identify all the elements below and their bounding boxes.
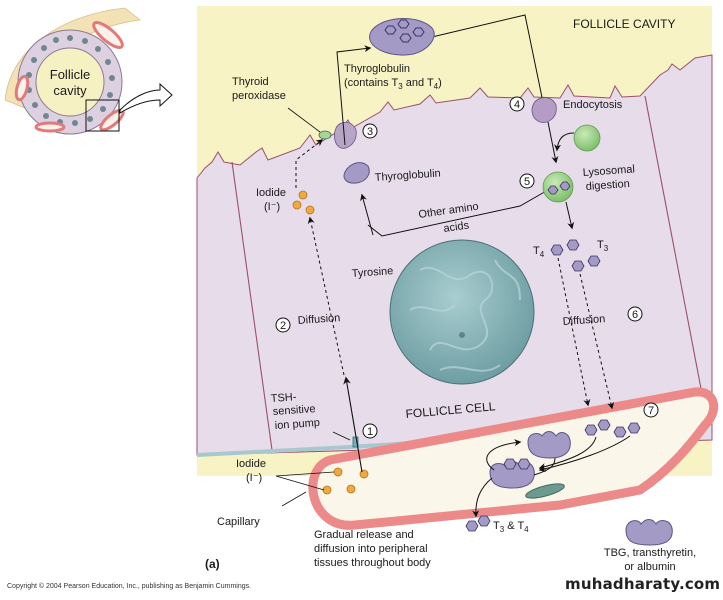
exocytosis-vesicle	[334, 121, 357, 149]
step-6-number: 6	[632, 309, 638, 321]
tsh-pump-leader	[332, 431, 351, 441]
step-7-number: 7	[648, 405, 654, 417]
gradual-release-label-3: tissues throughout body	[314, 557, 431, 569]
t4-molecule-icon	[550, 239, 580, 256]
arrow-peripheral-release	[472, 477, 493, 518]
arrow-lysosome-fusion	[554, 132, 575, 152]
iodide-cell-label-2: (I⁻)	[264, 201, 280, 213]
main-panel: 1 2 3 4 5 6 7 FOLLICLE CAVITY Thyroglobu…	[196, 6, 719, 573]
thyroglobulin-icon	[343, 162, 370, 184]
arrow-tg-to-endocytosis	[431, 14, 548, 114]
cell-iodide-ions	[292, 190, 315, 215]
copyright-notice: Copyright © 2004 Pearson Education, Inc.…	[7, 583, 252, 590]
zoom-arrow-icon	[119, 82, 173, 114]
lysosomal-digestion-label-1: Lysosomal	[582, 163, 635, 179]
arrow-pump-uptake	[343, 376, 363, 473]
t3-t4-released-label: T3 & T4	[493, 520, 529, 534]
arrow-t3-diffusion	[579, 273, 615, 410]
inset-cavity-label-1: Follicle	[50, 67, 90, 82]
iodide-cell-label-1: Iodide	[256, 187, 286, 199]
step-1-marker	[362, 423, 378, 439]
arrow-endocytosis	[547, 121, 559, 164]
cell-border-right	[644, 95, 708, 421]
arrow-iodide-to-peroxidase	[295, 139, 324, 188]
inset-cavity-label-2: cavity	[53, 83, 87, 98]
capillary-leader	[281, 491, 307, 507]
iodide-capillary-label-1: Iodide	[236, 458, 266, 470]
amino-acid-recycle-line	[367, 189, 549, 237]
gradual-release-label-1: Gradual release and	[314, 529, 414, 541]
peroxidase-leader	[287, 107, 321, 133]
t4-label: T4	[533, 245, 545, 259]
iodide-leader-lines	[275, 471, 335, 491]
binding-protein-legend-1: TBG, transthyretin,	[604, 547, 696, 559]
nucleus	[389, 239, 535, 385]
capillary-hormone-molecules	[584, 419, 641, 438]
thyroglobulin-mid-label: Thyroglobulin	[374, 167, 441, 184]
legend-binding-protein-icon	[625, 519, 673, 546]
t3-label: T3	[597, 239, 609, 253]
step-7-marker	[643, 402, 659, 418]
step-3-marker	[362, 123, 378, 139]
step-markers	[275, 96, 659, 439]
arrow-diffusion-iodide	[307, 216, 345, 376]
arrow-tg-secretion	[336, 45, 372, 146]
step-4-number: 4	[514, 99, 520, 111]
arrow-t4-diffusion	[557, 257, 591, 407]
panel-label: (a)	[205, 557, 220, 571]
endocytosis-vesicle	[531, 97, 557, 123]
watermark[interactable]: muhadharaty.com	[565, 575, 721, 593]
step-2-marker	[275, 317, 291, 333]
endocytosis-label: Endocytosis	[563, 99, 623, 111]
phagolysosome-icon	[542, 171, 574, 203]
thyroglobulin-iodinated-icon	[369, 18, 435, 56]
arrow-release-cycle	[486, 439, 522, 471]
step-4-marker	[509, 96, 525, 112]
endothelial-nucleus	[525, 483, 565, 499]
step-1-number: 1	[367, 426, 373, 438]
follicle-inset: Follicle cavity	[4, 7, 173, 135]
binding-protein-legend-2: or albumin	[624, 561, 675, 573]
tsh-pump-label-3: ion pump	[274, 417, 320, 432]
arrow-binding-1	[538, 436, 597, 470]
lysosomal-digestion-label-2: digestion	[585, 178, 630, 193]
tsh-pump-label-1: TSH-	[270, 391, 297, 405]
arrow-rebind	[533, 457, 556, 476]
tsh-pump-label-2: sensitive	[272, 403, 316, 418]
cell-border-left	[231, 161, 273, 451]
step-5-number: 5	[524, 176, 530, 188]
capillary	[308, 387, 719, 530]
diffusion-right-label: Diffusion	[562, 313, 605, 328]
gradual-release-label-2: diffusion into peripheral	[314, 543, 428, 555]
arrow-lysosomal-release	[565, 201, 575, 230]
peroxidase-icon	[318, 130, 332, 140]
step-6-marker	[627, 306, 643, 322]
binding-protein-free	[527, 431, 571, 459]
inset-cell-nuclei	[26, 35, 115, 126]
tyrosine-label: Tyrosine	[351, 265, 393, 280]
arrow-tyrosine	[360, 193, 374, 236]
t3-molecule-icon	[571, 255, 601, 272]
capillary-label: Capillary	[217, 516, 260, 528]
other-amino-acids-label-2: acids	[443, 219, 471, 235]
thyroid-peroxidase-label-1: Thyroid	[232, 76, 269, 88]
thyroglobulin-top-label-1: Thyroglobulin	[344, 63, 410, 75]
follicle-cavity-label: FOLLICLE CAVITY	[573, 17, 675, 31]
step-3-number: 3	[367, 126, 373, 138]
thyroglobulin-top-label-2: (contains T3 and T4)	[344, 77, 442, 91]
step-2-number: 2	[280, 320, 286, 332]
diffusion-left-label: Diffusion	[297, 312, 340, 327]
lysosome-icon	[573, 124, 601, 152]
step-5-marker	[519, 173, 535, 189]
released-hormone-icon	[465, 515, 491, 532]
thyroid-peroxidase-label-2: peroxidase	[232, 90, 286, 102]
iodide-capillary-label-2: (I⁻)	[246, 472, 262, 484]
inset-zoom-box	[85, 99, 120, 132]
